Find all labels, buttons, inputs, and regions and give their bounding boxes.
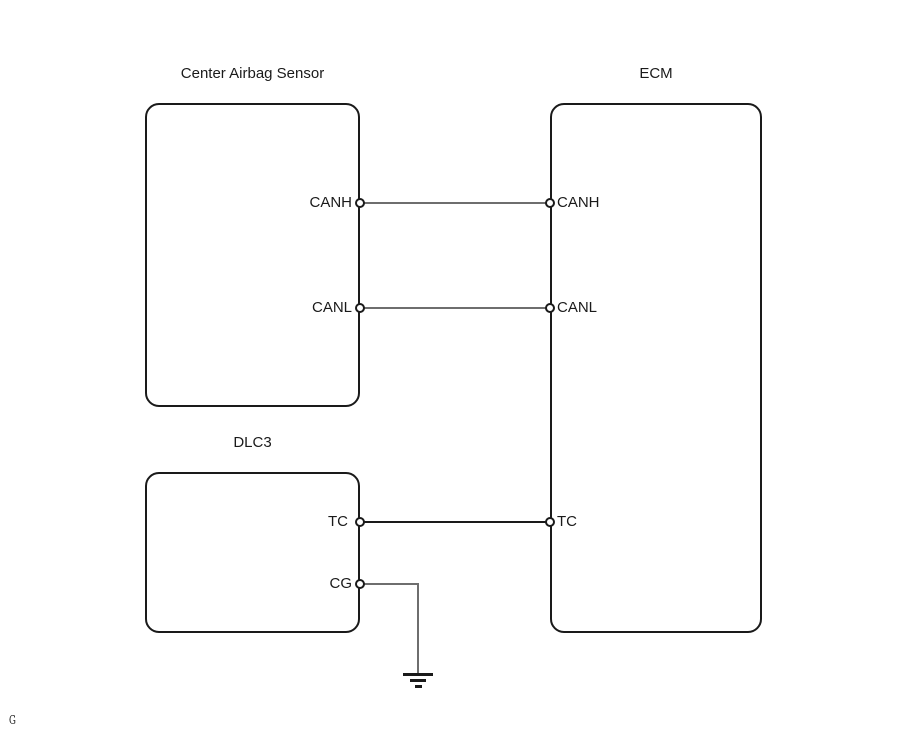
- terminal-ecm-canh: [545, 198, 555, 208]
- terminal-ecm-canl: [545, 303, 555, 313]
- center-airbag-sensor-box: [145, 103, 360, 407]
- pin-label-ecm-canh: CANH: [557, 194, 600, 211]
- wire-tc: [360, 521, 550, 523]
- terminal-airbag-canh: [355, 198, 365, 208]
- wire-cg-vertical: [417, 583, 419, 675]
- pin-label-dlc3-tc: TC: [328, 513, 348, 530]
- dlc3-box: [145, 472, 360, 633]
- pin-label-airbag-canh: CANH: [309, 194, 352, 211]
- terminal-ecm-tc: [545, 517, 555, 527]
- wire-cg-horizontal: [360, 583, 418, 585]
- pin-label-dlc3-cg: CG: [329, 575, 353, 592]
- ecm-title: ECM: [639, 65, 673, 82]
- terminal-dlc3-tc: [355, 517, 365, 527]
- terminal-airbag-canl: [355, 303, 365, 313]
- pin-label-ecm-canl: CANL: [557, 299, 598, 316]
- corner-mark-g: G: [9, 713, 16, 727]
- center-airbag-sensor-title: Center Airbag Sensor: [180, 65, 325, 82]
- dlc3-title: DLC3: [233, 434, 272, 451]
- ground-bar-middle: [410, 679, 426, 682]
- wire-canh: [360, 202, 550, 204]
- ground-bar-top: [403, 673, 433, 676]
- pin-label-airbag-canl: CANL: [311, 299, 352, 316]
- ground-bar-bottom: [415, 685, 422, 688]
- wire-canl: [360, 307, 550, 309]
- ecm-box: [550, 103, 762, 633]
- terminal-dlc3-cg: [355, 579, 365, 589]
- pin-label-ecm-tc: TC: [557, 513, 577, 530]
